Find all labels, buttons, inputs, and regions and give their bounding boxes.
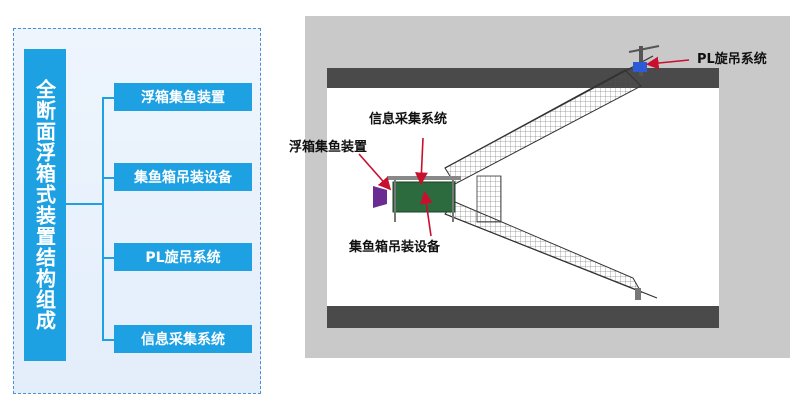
pl-motor <box>633 62 647 72</box>
label-pl-system: PL旋吊系统 <box>697 52 767 67</box>
drawing-panel: PL旋吊系统 信息采集系统 浮箱集鱼装置 集鱼箱吊装设备 <box>289 16 790 358</box>
arrow-float-box <box>358 153 392 191</box>
item-label: 浮箱集鱼装置 <box>141 90 225 106</box>
float-box <box>392 181 456 213</box>
structure-drawing <box>327 45 719 328</box>
pl-pole <box>639 46 643 76</box>
arrow-pl <box>645 56 690 70</box>
top-wall <box>327 68 719 88</box>
item-info-system: 信息采集系统 <box>114 325 252 353</box>
entrance-net <box>476 175 502 223</box>
entrance-funnel <box>373 186 387 208</box>
connector-branch-2 <box>102 177 116 179</box>
arrow-info <box>415 137 428 186</box>
bottom-wall <box>327 306 719 328</box>
connector-branch-1 <box>102 97 116 99</box>
channel-floor <box>327 88 719 306</box>
lower-cable <box>444 213 658 299</box>
label-float-box: 浮箱集鱼装置 <box>289 140 368 155</box>
root-title: 全断面浮箱式装置结构组成 <box>32 79 57 331</box>
item-float-box: 浮箱集鱼装置 <box>114 83 252 111</box>
connector-trunk <box>102 97 104 341</box>
connector-stem <box>66 203 104 205</box>
label-info-system: 信息采集系统 <box>369 112 448 127</box>
item-label: PL旋吊系统 <box>145 250 221 266</box>
item-pl-system: PL旋吊系统 <box>114 243 252 271</box>
pl-arm <box>628 45 660 53</box>
connector-branch-4 <box>102 339 116 341</box>
label-hoist: 集鱼箱吊装设备 <box>349 240 441 255</box>
root-title-box: 全断面浮箱式装置结构组成 <box>24 49 66 361</box>
upper-cable <box>444 55 654 169</box>
float-box-frame <box>387 176 461 180</box>
item-label: 集鱼箱吊装设备 <box>134 170 232 186</box>
item-label: 信息采集系统 <box>141 332 225 348</box>
lower-anchor <box>635 288 641 300</box>
item-hoist: 集鱼箱吊装设备 <box>114 163 252 191</box>
connector-branch-3 <box>102 257 116 259</box>
arrow-hoist <box>420 190 433 237</box>
structure-panel: 全断面浮箱式装置结构组成 浮箱集鱼装置 集鱼箱吊装设备 PL旋吊系统 信息采集系… <box>13 28 261 394</box>
